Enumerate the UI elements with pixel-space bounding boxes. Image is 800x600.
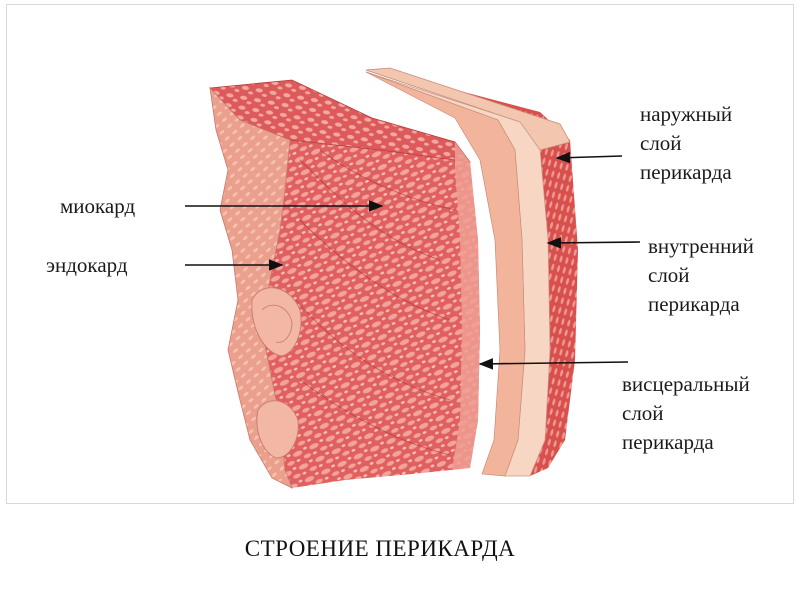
outer-pericardium-layer (368, 70, 578, 476)
endocardium-fold-2 (261, 304, 293, 343)
label-inner-line-3: перикарда (648, 292, 740, 316)
label-visceral-line-2: слой (622, 401, 664, 425)
label-visceral-pericardium: висцеральный слой перикарда (622, 370, 750, 457)
diagram-caption: СТРОЕНИЕ ПЕРИКАРДА (244, 536, 516, 561)
label-inner-pericardium: внутренний слой перикарда (648, 232, 754, 319)
label-myocardium: миокард (60, 192, 135, 221)
endocardium-fold-1 (251, 287, 302, 357)
label-inner-line-1: внутренний (648, 234, 754, 258)
myocardium-block (210, 80, 480, 488)
label-outer-line-3: перикарда (640, 160, 732, 184)
endocardium-fold-3 (256, 400, 299, 459)
label-outer-pericardium: наружный слой перикарда (640, 100, 732, 187)
label-visceral-line-1: висцеральный (622, 372, 750, 396)
arrow-visceral-layer (478, 358, 629, 370)
pointer-arrows (185, 151, 641, 370)
label-inner-line-2: слой (648, 263, 690, 287)
endocardium-surface (209, 86, 293, 489)
muscle-fiber-lines (295, 149, 456, 456)
label-endocardium: эндокард (46, 251, 128, 280)
label-visceral-line-3: перикарда (622, 430, 714, 454)
label-outer-line-1: наружный (640, 102, 733, 126)
subepicardial-strip (452, 142, 480, 470)
visceral-pericardium-layer (365, 71, 526, 477)
label-outer-line-2: слой (640, 131, 682, 155)
arrow-inner-layer (546, 237, 641, 249)
arrow-outer-layer (555, 151, 623, 164)
label-endocardium-text: эндокард (46, 253, 128, 277)
label-myocardium-text: миокард (60, 194, 136, 218)
